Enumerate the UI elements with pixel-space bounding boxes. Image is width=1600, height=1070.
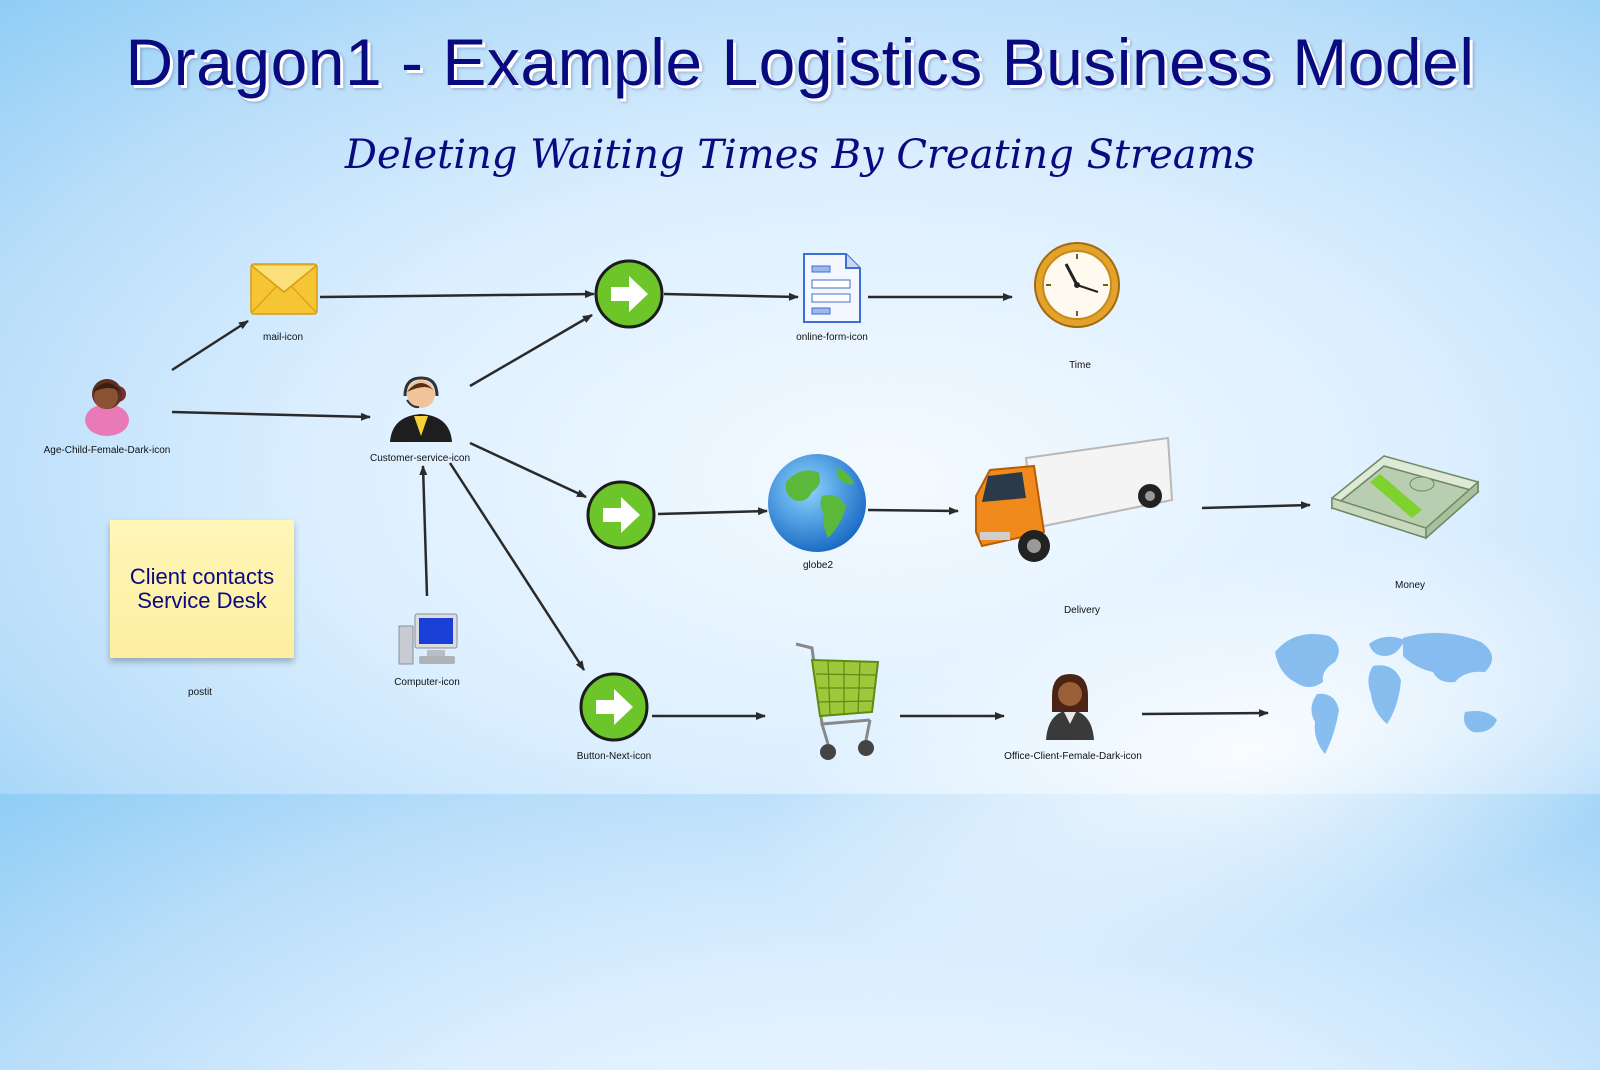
page-subtitle: Deleting Waiting Times By Creating Strea…: [344, 132, 1256, 178]
next-button-icon: [586, 480, 656, 550]
label-office-client: Office-Client-Female-Dark-icon: [1004, 751, 1142, 762]
label-globe: globe2: [802, 560, 834, 571]
label-money: Money: [1394, 580, 1426, 591]
label-time: Time: [1069, 360, 1091, 371]
customer-service-icon: [390, 376, 452, 442]
clock-icon: [1034, 242, 1120, 328]
arrow-globe-to-truck: [867, 506, 959, 515]
arrow-service-to-next3: [448, 462, 586, 671]
label-mail: mail-icon: [262, 332, 304, 343]
arrow-next1-to-form: [663, 292, 799, 301]
arrow-computer-to-service: [419, 465, 429, 597]
arrow-client-to-map: [1141, 709, 1269, 718]
postit-line-2: Service Desk: [137, 588, 267, 613]
arrow-child-to-service: [171, 410, 371, 421]
label-button-next: Button-Next-icon: [576, 751, 652, 762]
arrow-mail-to-next1: [319, 290, 595, 299]
postit-note: Client contacts Service Desk: [110, 520, 294, 658]
connector-layer: [171, 290, 1311, 720]
arrow-truck-to-money: [1201, 501, 1311, 510]
label-postit: postit: [188, 687, 212, 698]
online-form-icon: [803, 253, 861, 323]
arrow-child-to-mail: [171, 319, 249, 372]
next-button-icon: [594, 259, 664, 329]
arrow-service-to-next1: [469, 313, 593, 388]
label-child: Age-Child-Female-Dark-icon: [43, 445, 171, 456]
next-button-icon: [579, 672, 649, 742]
computer-icon: [398, 613, 458, 665]
arrow-service-to-next2: [469, 441, 587, 499]
shopping-cart-icon: [795, 642, 880, 760]
page-title: Dragon1 - Example Logistics Business Mod…: [125, 25, 1475, 99]
label-online-form: online-form-icon: [796, 332, 868, 343]
office-client-icon: [1046, 674, 1094, 740]
child-icon: [85, 379, 129, 436]
truck-icon: [975, 436, 1174, 562]
money-icon: [1330, 455, 1480, 540]
mail-icon: [250, 263, 318, 315]
label-customer-service: Customer-service-icon: [369, 453, 471, 464]
label-computer: Computer-icon: [394, 677, 460, 688]
arrow-next2-to-globe: [657, 507, 768, 516]
postit-line-1: Client contacts: [129, 563, 275, 589]
globe-icon: [768, 454, 866, 552]
world-map-icon: [1275, 632, 1497, 754]
label-delivery: Delivery: [1063, 605, 1101, 616]
